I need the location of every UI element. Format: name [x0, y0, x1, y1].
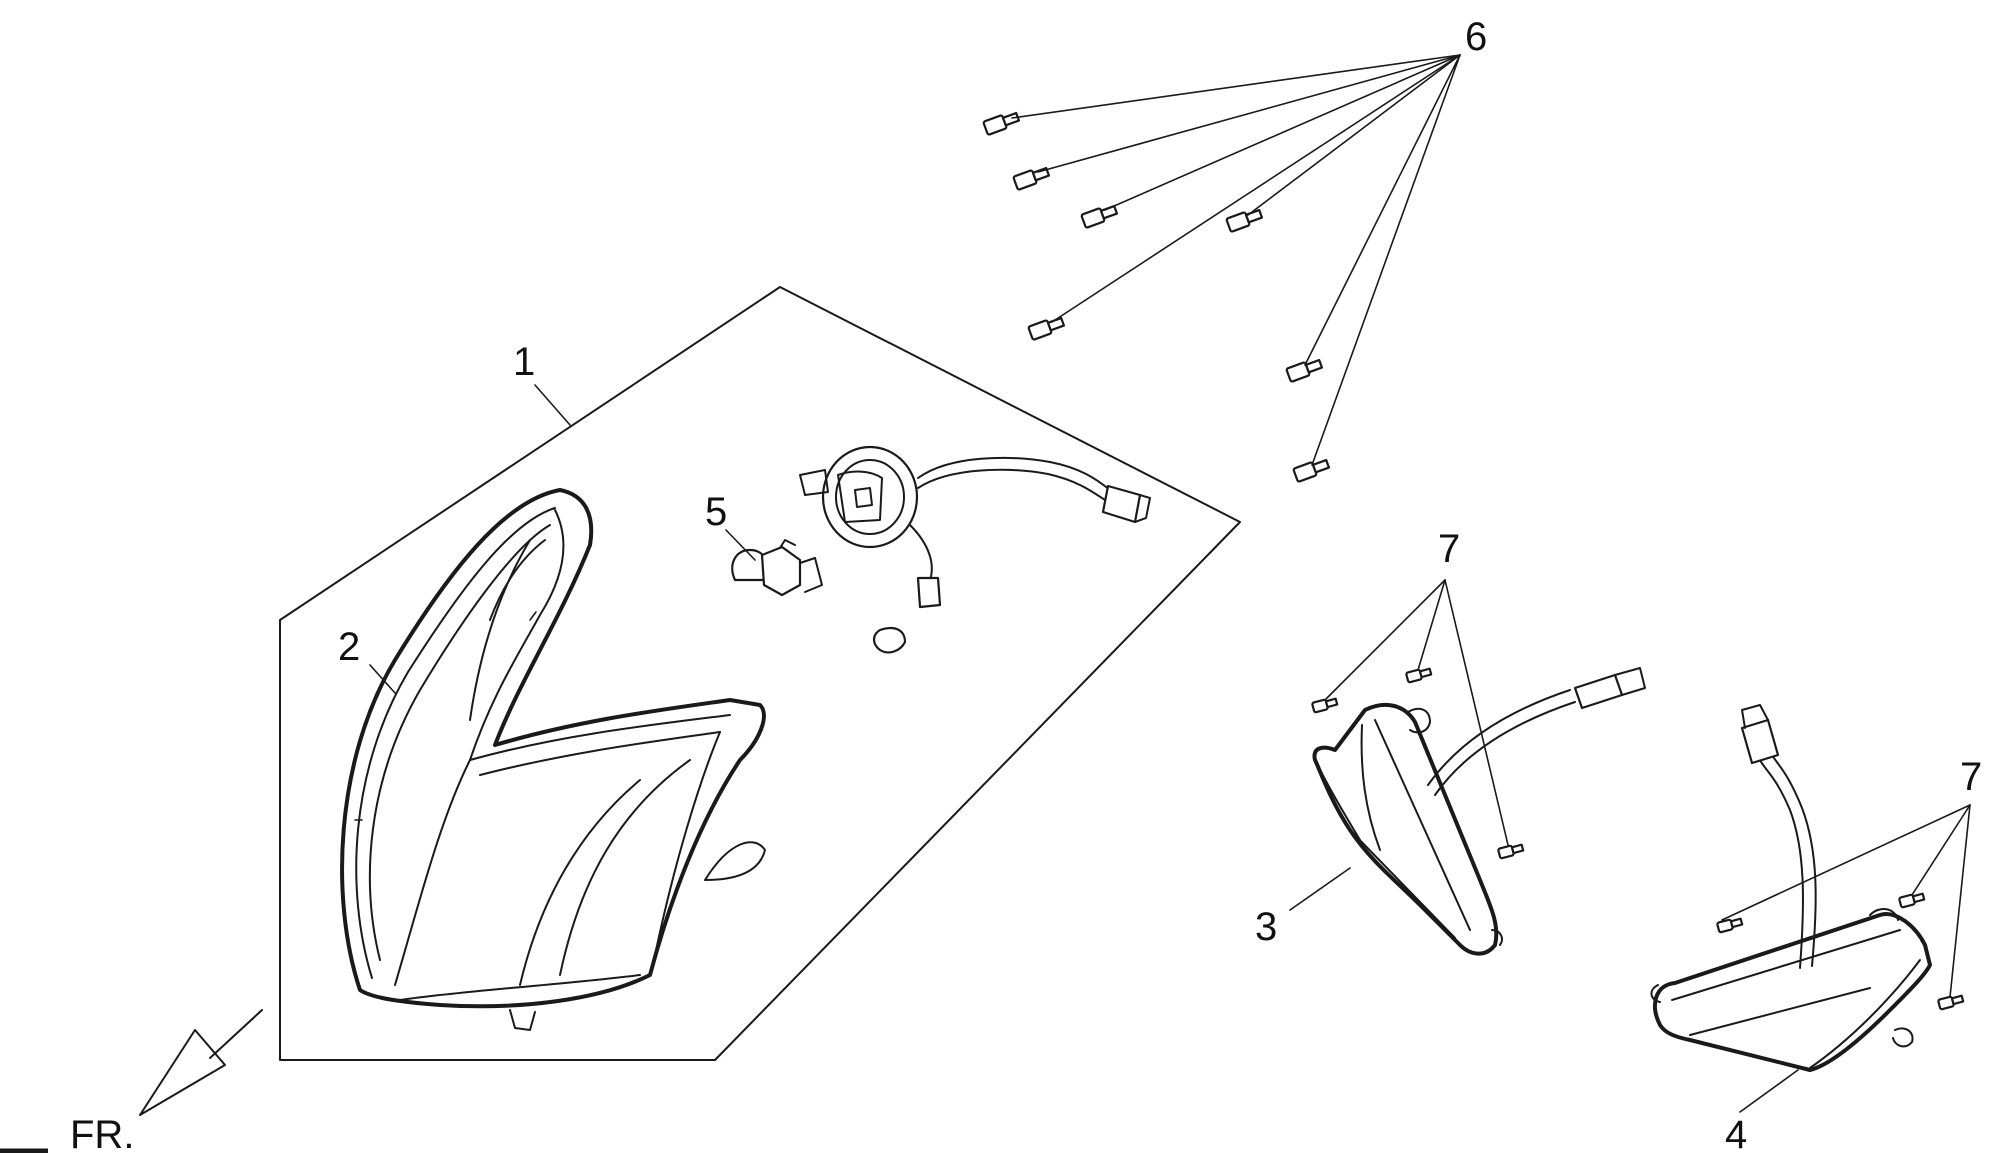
callout-2: 2	[338, 625, 360, 669]
callout-4: 4	[1725, 1113, 1747, 1153]
callout-1: 1	[513, 340, 535, 384]
callout-7-lower: 7	[1960, 755, 1982, 799]
callout-5: 5	[705, 490, 727, 534]
screw	[1716, 917, 1744, 934]
screw	[1405, 667, 1433, 684]
screw	[1225, 208, 1264, 233]
turn-signal-right	[1650, 704, 1932, 1072]
headlight-housing	[340, 488, 766, 1031]
screw	[1497, 843, 1525, 860]
callout-7-upper: 7	[1438, 527, 1460, 571]
screw	[1292, 458, 1331, 483]
headlight-bulb	[731, 539, 823, 597]
screw	[982, 111, 1021, 136]
leader-lines	[369, 54, 1971, 1113]
screw	[1311, 697, 1339, 714]
bulb-socket-harness	[799, 445, 1151, 654]
screw	[1285, 358, 1324, 383]
screw	[1027, 316, 1066, 341]
screw	[1937, 994, 1965, 1011]
screw	[1012, 166, 1051, 191]
callout-3: 3	[1255, 905, 1277, 949]
assembly-boundary-outline	[279, 286, 1241, 1061]
screw	[1898, 892, 1926, 909]
turn-signal-left	[1312, 667, 1646, 956]
front-direction-label: FR.	[70, 1113, 134, 1153]
screw-group-6	[982, 111, 1331, 483]
screw-group-7	[1311, 667, 1965, 1011]
screw	[1080, 204, 1119, 229]
callout-6: 6	[1465, 15, 1487, 59]
front-direction-arrow	[139, 1009, 263, 1116]
